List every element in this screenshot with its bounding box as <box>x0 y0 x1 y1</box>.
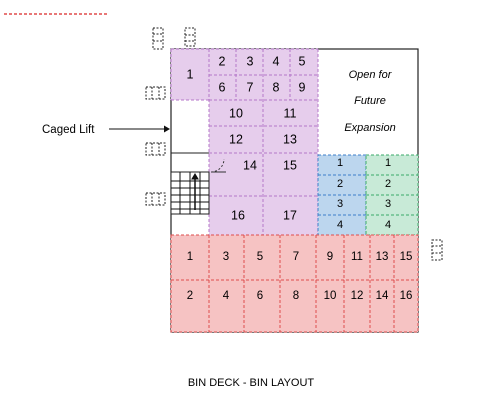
lift-arrowhead <box>164 125 170 133</box>
red-bin-label: 13 <box>376 251 389 263</box>
red-bin-label: 9 <box>327 251 333 263</box>
purple-bin-label: 9 <box>299 80 306 94</box>
purple-bin-label: 13 <box>283 132 297 146</box>
open-area-line-1: Open for <box>349 69 393 81</box>
red-bin-label: 15 <box>400 251 413 263</box>
blue-bin-label: 1 <box>337 157 343 169</box>
red-bin-zone <box>170 234 419 333</box>
purple-bin-label: 2 <box>219 54 226 68</box>
red-bin-label: 7 <box>293 251 299 263</box>
lift-and-stairs <box>170 152 226 215</box>
green-bin-label: 3 <box>385 198 391 210</box>
purple-bin-label: 7 <box>247 80 254 94</box>
purple-bin-label: 16 <box>231 208 245 222</box>
stairs-icon <box>171 172 209 214</box>
green-bin-label: 1 <box>385 157 391 169</box>
red-region <box>170 234 419 333</box>
blue-bin-label: 4 <box>337 219 343 231</box>
red-bin-label: 2 <box>187 290 193 302</box>
post-marker-left-1 <box>145 86 166 100</box>
red-bin-label: 4 <box>223 290 230 302</box>
purple-bin-label: 4 <box>273 54 280 68</box>
red-bin-label: 14 <box>376 290 389 302</box>
purple-bin-label: 10 <box>229 106 243 120</box>
purple-bin-label: 1 <box>187 67 194 81</box>
purple-bin-label: 5 <box>299 54 306 68</box>
purple-bin-label: 15 <box>283 158 297 172</box>
diagram-caption: BIN DECK - BIN LAYOUT <box>188 377 315 389</box>
red-bin-label: 16 <box>400 290 413 302</box>
green-bin-label: 4 <box>385 219 391 231</box>
open-area-line-3: Expansion <box>344 122 395 134</box>
purple-bin-label: 3 <box>247 54 254 68</box>
post-marker-top-left <box>152 27 164 50</box>
purple-bin-label: 14 <box>243 158 257 172</box>
caged-lift-label: Caged Lift <box>42 124 95 136</box>
blue-bin-label: 3 <box>337 198 343 210</box>
red-bin-label: 6 <box>257 290 263 302</box>
red-bin-label: 12 <box>351 290 364 302</box>
purple-region <box>171 49 209 100</box>
post-marker-top-mid <box>184 27 196 47</box>
red-bin-label: 1 <box>187 251 193 263</box>
purple-bin-label: 6 <box>219 80 226 94</box>
purple-bin-label: 12 <box>229 132 243 146</box>
blue-bin-label: 2 <box>337 178 343 190</box>
green-bin-label: 2 <box>385 178 391 190</box>
purple-bin-label: 17 <box>283 208 297 222</box>
red-bin-label: 5 <box>257 251 263 263</box>
purple-bin-zone <box>170 48 319 235</box>
open-area-line-2: Future <box>354 95 386 107</box>
post-marker-left-2 <box>145 142 166 156</box>
purple-bin-label: 8 <box>273 80 280 94</box>
purple-bin-label: 11 <box>284 106 297 120</box>
green-bin-zone <box>365 154 419 236</box>
red-bin-label: 10 <box>324 290 337 302</box>
red-bin-label: 3 <box>223 251 229 263</box>
post-markers <box>145 27 443 261</box>
red-bin-label: 8 <box>293 290 299 302</box>
red-bin-label: 11 <box>351 251 363 263</box>
post-marker-left-3 <box>145 192 166 206</box>
post-marker-right <box>431 239 443 261</box>
